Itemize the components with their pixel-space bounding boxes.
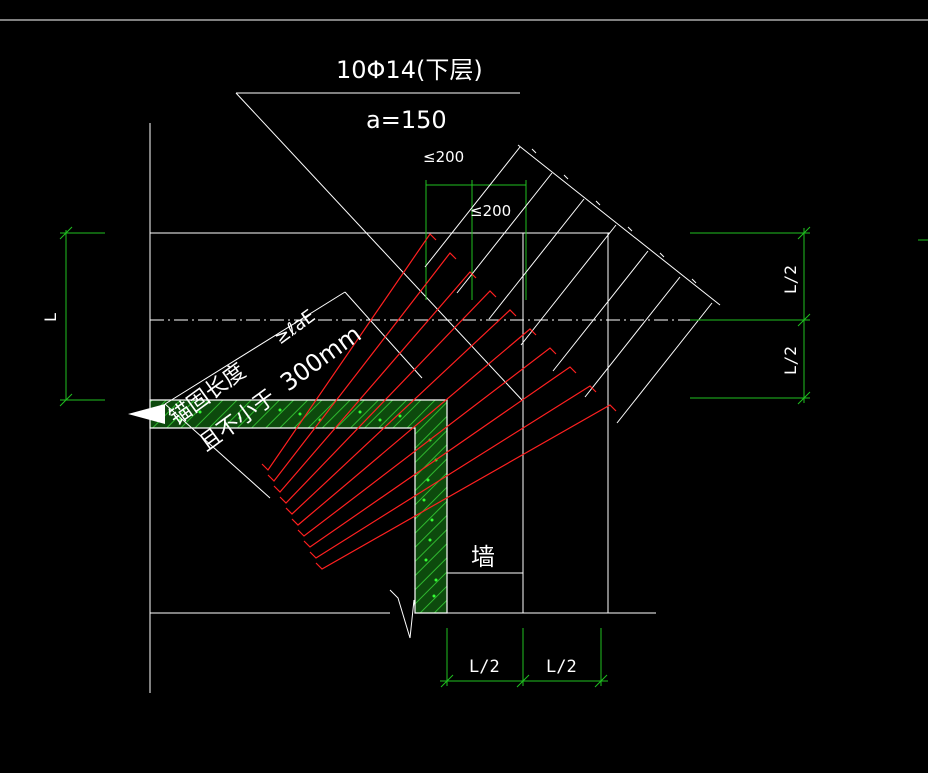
ladder-mark <box>627 226 633 232</box>
ladder-mark <box>563 174 569 180</box>
dim-right <box>690 226 811 405</box>
dim-right-upper-label: L/2 <box>781 265 800 294</box>
ladder-tick <box>424 146 521 268</box>
hatch-dot <box>422 498 426 502</box>
dim-bottom <box>440 628 608 688</box>
rebar-line <box>285 309 517 515</box>
hatch-dot <box>298 412 302 416</box>
hatch-dot <box>430 518 434 522</box>
hatch-dot <box>378 418 382 422</box>
ladder-mark <box>531 148 537 154</box>
rebar-line <box>315 404 617 570</box>
hatch-dot <box>238 416 242 420</box>
ladder-tick <box>520 224 617 346</box>
rebar-line <box>309 385 597 559</box>
spacing-label: a=150 <box>366 106 447 134</box>
hatch-dot <box>424 558 428 562</box>
hatch-dot <box>434 578 438 582</box>
ladder-mark <box>595 200 601 206</box>
wall-label: 墙 <box>471 543 495 571</box>
hatch-dot <box>432 594 436 598</box>
hatch-dot <box>178 418 182 422</box>
hatch-dot <box>358 410 362 414</box>
wall-l-section <box>149 399 448 614</box>
diagonal-dim-ladder <box>424 144 721 424</box>
hatch-dot <box>198 410 202 414</box>
rebar-line <box>267 252 457 482</box>
rebar-line <box>273 271 477 493</box>
ladder-tick <box>584 276 681 398</box>
rebar-line <box>261 233 437 471</box>
leader-lines <box>164 92 523 499</box>
dim-right-lower-label: L/2 <box>781 346 800 375</box>
max200-top-label: ≤200 <box>423 148 464 166</box>
slab-outline <box>149 123 656 693</box>
dim-left-label: L <box>41 312 60 322</box>
ladder-mark <box>691 278 697 284</box>
rebar-spec-label: 10Φ14(下层) <box>336 56 483 84</box>
rebar-line <box>279 290 497 504</box>
rebar-line <box>297 347 557 537</box>
hatch-dot <box>428 538 432 542</box>
max200-inner-label: ≤200 <box>470 202 511 220</box>
ladder-mark <box>659 252 665 258</box>
ladder-tick <box>552 250 649 372</box>
ladder-tick <box>488 198 585 320</box>
hatch-dot <box>398 414 402 418</box>
dim-left <box>59 226 105 407</box>
hatch-dot <box>426 478 430 482</box>
rebar-line <box>291 328 537 526</box>
ladder-baseline <box>517 144 721 306</box>
max200-dim-lines <box>425 180 527 300</box>
wall-hatch-dots <box>178 408 438 598</box>
anchor-arrow <box>128 404 165 424</box>
rebar-group <box>261 233 617 570</box>
hatch-dot <box>278 408 282 412</box>
ladder-tick <box>456 172 553 294</box>
ladder-tick <box>616 302 713 424</box>
dim-bottom-right-label: L/2 <box>546 657 577 677</box>
rebar-line <box>303 366 577 548</box>
dim-bottom-left-label: L/2 <box>469 657 500 677</box>
